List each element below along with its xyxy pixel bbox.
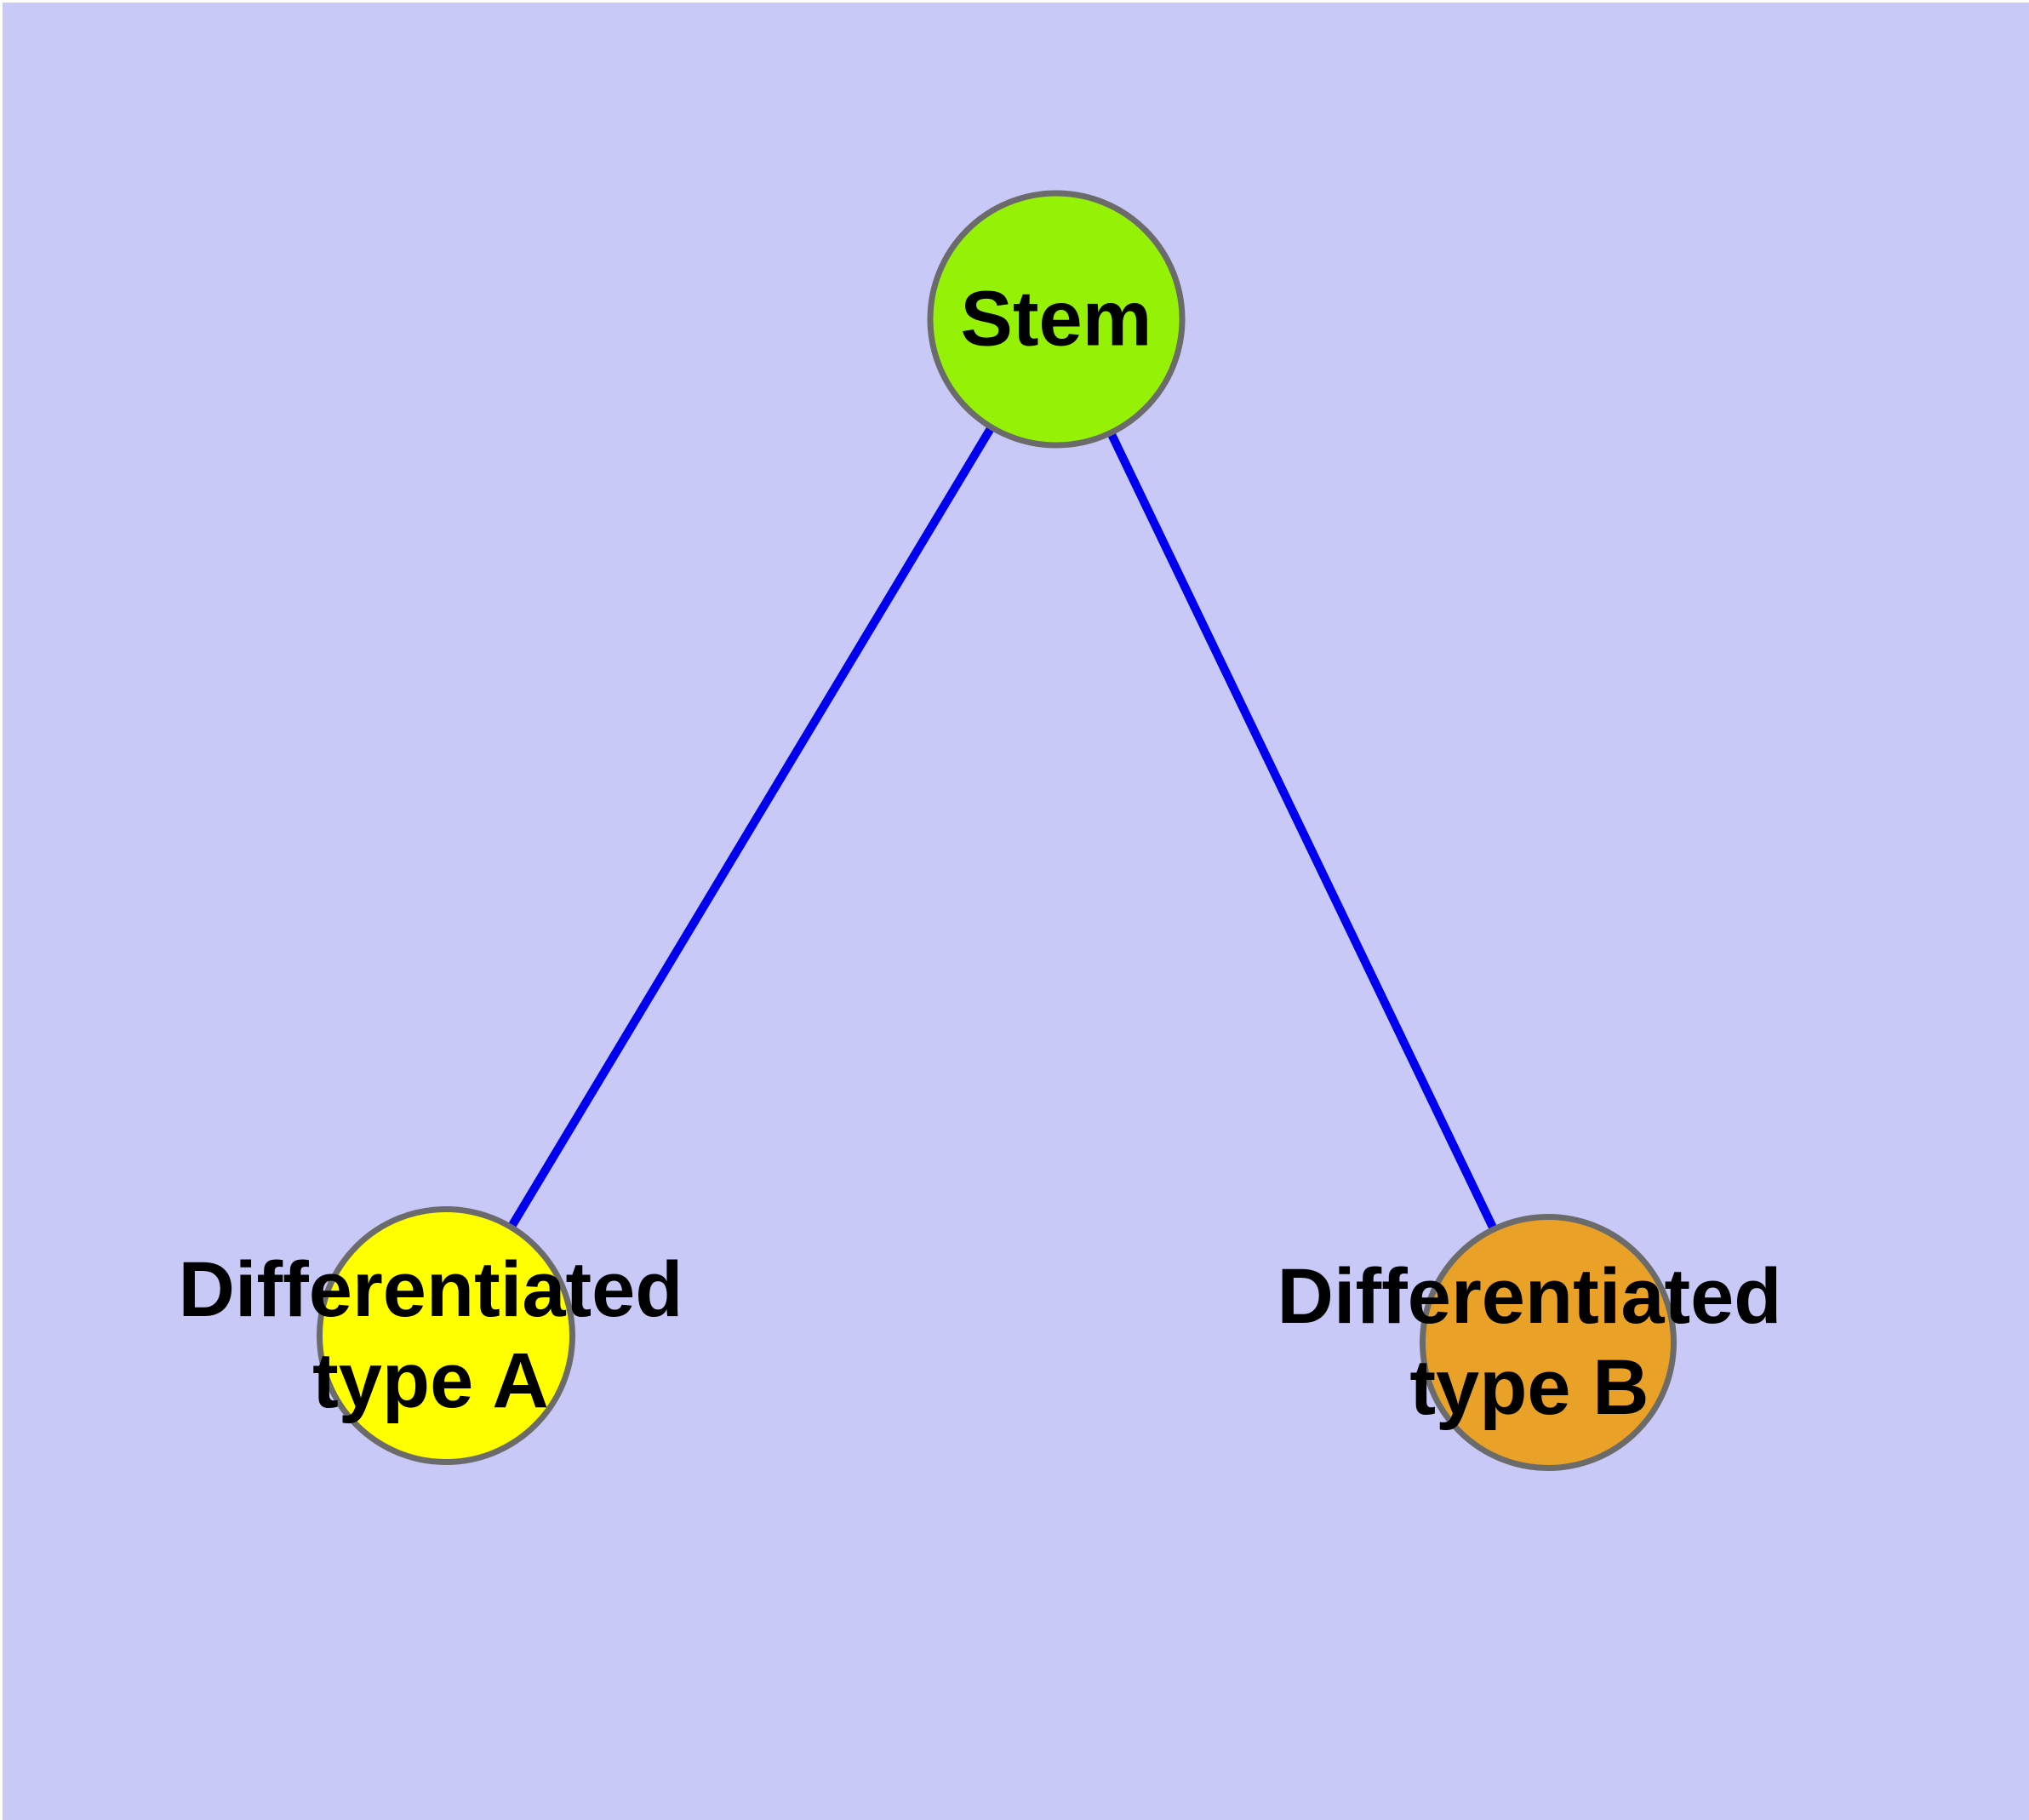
edges-layer [442, 317, 1552, 1345]
node-differentiated-type-a-circle [317, 1206, 575, 1465]
edge-stem-to-type-b [1052, 317, 1552, 1345]
node-differentiated-type-a-label: Differentiated type A [178, 1246, 683, 1424]
node-stem-circle [927, 190, 1186, 449]
node-stem-label: Stem [960, 275, 1152, 363]
diagram-canvas: Stem Differentiated type A Differentiate… [3, 3, 2029, 1820]
edge-stem-to-type-a [442, 317, 1060, 1338]
node-differentiated-type-b-label: Differentiated type B [1277, 1253, 1782, 1431]
node-differentiated-type-b-circle [1420, 1214, 1677, 1471]
